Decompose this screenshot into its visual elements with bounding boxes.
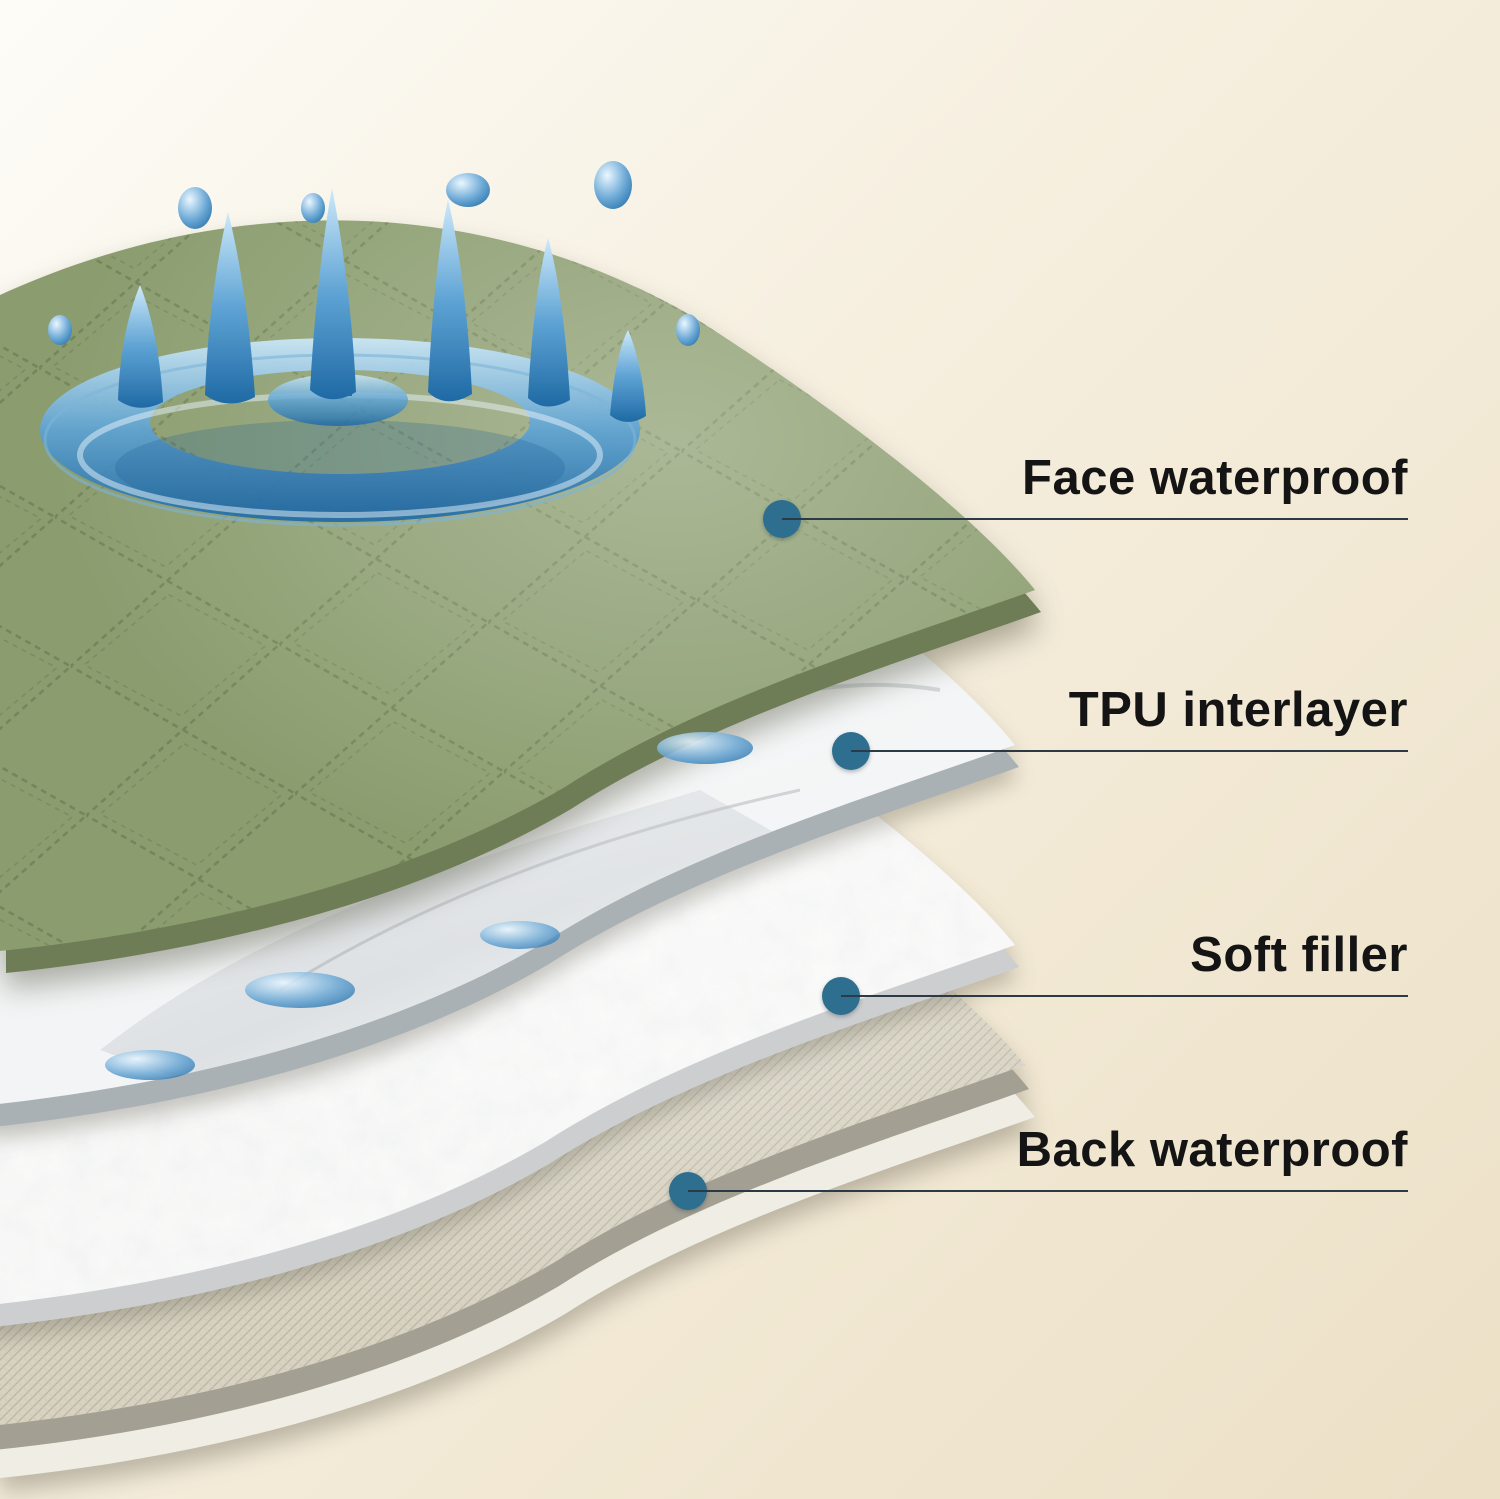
layer-label-tpu-interlayer: TPU interlayer xyxy=(1068,683,1408,737)
callout-line xyxy=(841,995,1408,997)
surface-droplets xyxy=(105,732,753,1080)
callout-back-waterproof: Back waterproof xyxy=(669,1102,1408,1210)
water-splash-illustration xyxy=(40,161,700,527)
callout-face-waterproof: Face waterproof xyxy=(763,430,1408,538)
callout-tpu-interlayer: TPU interlayer xyxy=(832,662,1408,770)
callout-soft-filler: Soft filler xyxy=(822,907,1408,1015)
layer-label-face-waterproof: Face waterproof xyxy=(1022,451,1408,505)
callout-line xyxy=(688,1190,1408,1192)
water-droplet-icon xyxy=(48,161,700,346)
callout-line xyxy=(782,518,1408,520)
layer-label-soft-filler: Soft filler xyxy=(1190,928,1408,982)
layer-label-back-waterproof: Back waterproof xyxy=(1016,1123,1408,1177)
callout-line xyxy=(851,750,1408,752)
